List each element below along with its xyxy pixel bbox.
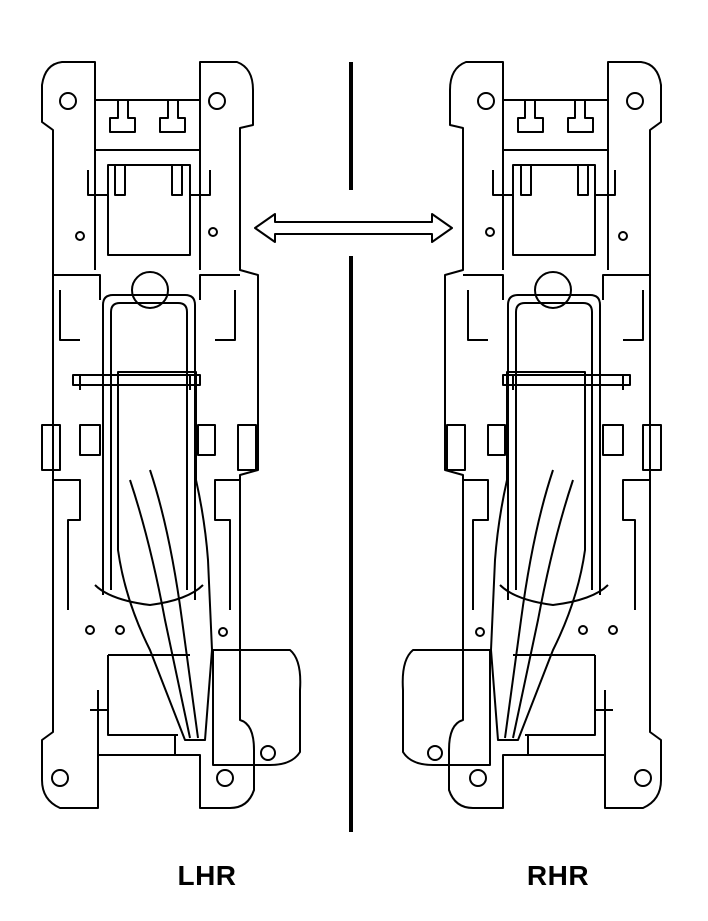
lhr-mechanism (41, 61, 302, 809)
label-lhr: LHR (177, 860, 237, 891)
label-rhr: RHR (526, 860, 590, 891)
interchange-arrow-icon (254, 213, 453, 243)
rhr-mechanism (401, 61, 662, 809)
